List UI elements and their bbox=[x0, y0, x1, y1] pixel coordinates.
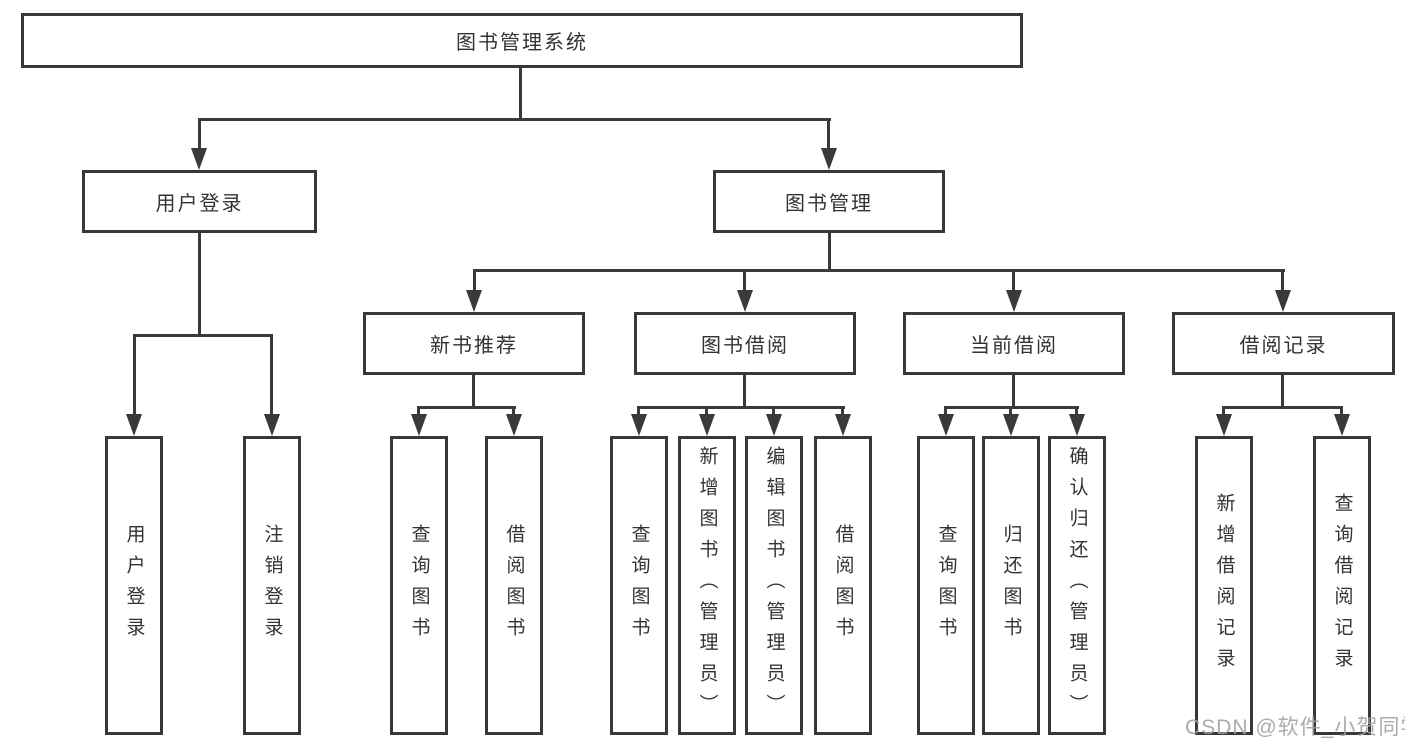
arrow-stem-user-login bbox=[198, 118, 201, 152]
arrow-stem-book-mgmt bbox=[827, 118, 830, 152]
connector-user-login-stem bbox=[198, 233, 201, 337]
connector-borrow-records-stem bbox=[1281, 375, 1284, 409]
arrowhead-cb-query bbox=[938, 414, 954, 436]
arrow-stem-bb-edit bbox=[772, 406, 775, 418]
leaf-user-login-label: 用户登录 bbox=[123, 523, 145, 648]
arrowhead-cb-return bbox=[1003, 414, 1019, 436]
leaf-logout: 注销登录 bbox=[243, 436, 301, 735]
leaf-cb-query-books: 查询图书 bbox=[917, 436, 975, 735]
connector-user-login-hline bbox=[133, 334, 273, 337]
arrowhead-nb-borrow bbox=[506, 414, 522, 436]
leaf-user-login: 用户登录 bbox=[105, 436, 163, 735]
connector-book-borrow-hline bbox=[637, 406, 845, 409]
node-book-mgmt: 图书管理 bbox=[713, 170, 945, 233]
connector-borrow-records-hline bbox=[1222, 406, 1343, 409]
arrow-stem-new-books bbox=[473, 269, 476, 292]
node-current-borrow: 当前借阅 bbox=[903, 312, 1125, 375]
arrow-stem-br-add bbox=[1222, 406, 1225, 418]
node-borrow-records: 借阅记录 bbox=[1172, 312, 1395, 375]
leaf-bb-query-books-label: 查询图书 bbox=[628, 523, 650, 648]
node-root-label: 图书管理系统 bbox=[456, 32, 588, 54]
arrow-stem-nb-query bbox=[417, 406, 420, 418]
arrowhead-nb-query bbox=[411, 414, 427, 436]
arrowhead-br-add bbox=[1216, 414, 1232, 436]
arrowhead-bb-query bbox=[631, 414, 647, 436]
node-user-login: 用户登录 bbox=[82, 170, 317, 233]
leaf-nb-query-books-label: 查询图书 bbox=[408, 523, 430, 648]
arrowhead-logout-leaf bbox=[264, 414, 280, 436]
leaf-cb-return-books: 归还图书 bbox=[982, 436, 1040, 735]
connector-book-borrow-stem bbox=[743, 375, 746, 409]
leaf-nb-borrow-books-label: 借阅图书 bbox=[503, 523, 525, 648]
leaf-cb-return-books-label: 归还图书 bbox=[1000, 523, 1022, 648]
arrow-stem-br-query bbox=[1340, 406, 1343, 418]
node-book-mgmt-label: 图书管理 bbox=[785, 193, 873, 215]
arrow-stem-book-borrow bbox=[743, 269, 746, 292]
leaf-bb-add-books-admin: 新增图书（管理员） bbox=[678, 436, 736, 735]
leaf-bb-add-books-admin-label: 新增图书（管理员） bbox=[696, 446, 718, 725]
leaf-bb-borrow-books: 借阅图书 bbox=[814, 436, 872, 735]
arrowhead-book-mgmt bbox=[821, 148, 837, 170]
leaf-nb-query-books: 查询图书 bbox=[390, 436, 448, 735]
connector-new-books-stem bbox=[472, 375, 475, 409]
leaf-bb-edit-books-admin: 编辑图书（管理员） bbox=[745, 436, 803, 735]
arrow-stem-cb-confirm bbox=[1075, 406, 1078, 418]
node-current-borrow-label: 当前借阅 bbox=[970, 335, 1058, 357]
arrowhead-current-borrow bbox=[1006, 290, 1022, 312]
arrowhead-book-borrow bbox=[737, 290, 753, 312]
arrowhead-new-books bbox=[466, 290, 482, 312]
leaf-br-add-record: 新增借阅记录 bbox=[1195, 436, 1253, 735]
node-borrow-records-label: 借阅记录 bbox=[1239, 335, 1328, 357]
leaf-cb-confirm-return-admin: 确认归还（管理员） bbox=[1048, 436, 1106, 735]
connector-book-mgmt-stem bbox=[828, 233, 831, 272]
arrowhead-login-leaf bbox=[126, 414, 142, 436]
leaf-br-add-record-label: 新增借阅记录 bbox=[1213, 492, 1235, 679]
arrowhead-cb-confirm bbox=[1069, 414, 1085, 436]
arrow-stem-nb-borrow bbox=[512, 406, 515, 418]
arrowhead-bb-edit bbox=[766, 414, 782, 436]
leaf-bb-query-books: 查询图书 bbox=[610, 436, 668, 735]
connector-root-stem bbox=[519, 68, 522, 120]
connector-root-hline bbox=[198, 118, 831, 121]
arrow-stem-login-leaf bbox=[133, 334, 136, 416]
arrowhead-br-query bbox=[1334, 414, 1350, 436]
leaf-bb-edit-books-admin-label: 编辑图书（管理员） bbox=[763, 446, 785, 725]
arrowhead-bb-borrow bbox=[835, 414, 851, 436]
leaf-br-query-record: 查询借阅记录 bbox=[1313, 436, 1371, 735]
leaf-cb-confirm-return-admin-label: 确认归还（管理员） bbox=[1066, 446, 1088, 725]
arrow-stem-current-borrow bbox=[1012, 269, 1015, 292]
arrow-stem-bb-borrow bbox=[841, 406, 844, 418]
arrow-stem-bb-add bbox=[705, 406, 708, 418]
leaf-cb-query-books-label: 查询图书 bbox=[935, 523, 957, 648]
arrow-stem-borrow-records bbox=[1281, 269, 1284, 292]
leaf-logout-label: 注销登录 bbox=[261, 523, 283, 648]
csdn-watermark: CSDN @软件_小贺同学 bbox=[1185, 716, 1405, 739]
node-new-books: 新书推荐 bbox=[363, 312, 585, 375]
arrowhead-bb-add bbox=[699, 414, 715, 436]
arrow-stem-bb-query bbox=[637, 406, 640, 418]
arrow-stem-cb-query bbox=[944, 406, 947, 418]
node-book-borrow: 图书借阅 bbox=[634, 312, 856, 375]
arrowhead-borrow-records bbox=[1275, 290, 1291, 312]
arrow-stem-logout-leaf bbox=[270, 334, 273, 416]
arrowhead-user-login bbox=[191, 148, 207, 170]
node-book-borrow-label: 图书借阅 bbox=[701, 335, 789, 357]
connector-new-books-hline bbox=[417, 406, 516, 409]
node-new-books-label: 新书推荐 bbox=[430, 335, 518, 357]
node-root: 图书管理系统 bbox=[21, 13, 1023, 68]
node-user-login-label: 用户登录 bbox=[155, 193, 244, 215]
connector-current-borrow-stem bbox=[1012, 375, 1015, 409]
leaf-bb-borrow-books-label: 借阅图书 bbox=[832, 523, 854, 648]
leaf-br-query-record-label: 查询借阅记录 bbox=[1331, 492, 1353, 679]
arrow-stem-cb-return bbox=[1009, 406, 1012, 418]
leaf-nb-borrow-books: 借阅图书 bbox=[485, 436, 543, 735]
connector-book-mgmt-hline bbox=[473, 269, 1285, 272]
